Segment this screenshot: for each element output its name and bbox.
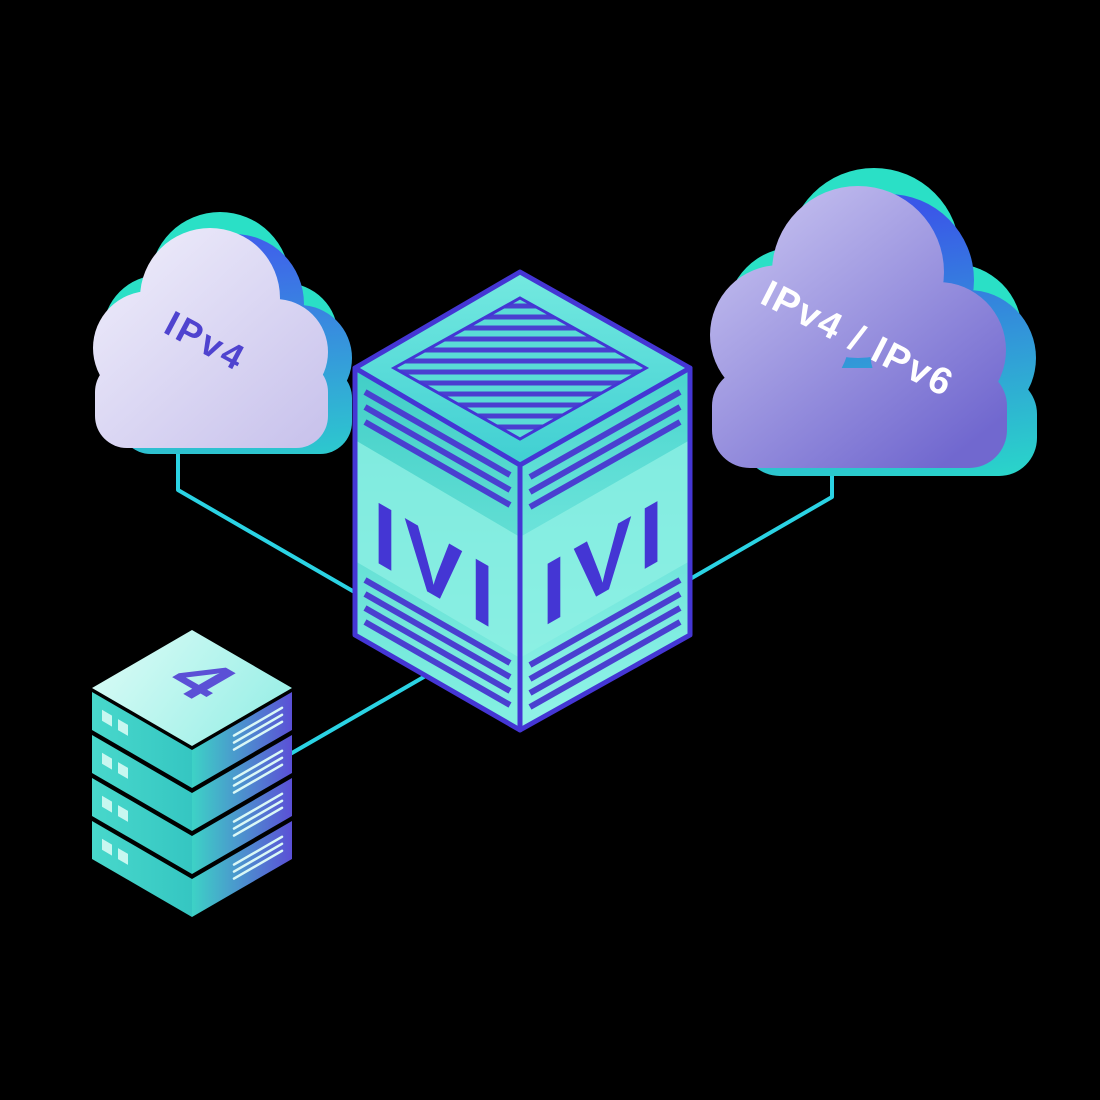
right-face-stripes [528,389,682,710]
ipv4-ipv6-cloud: IPv4 / IPv6 [710,168,1037,476]
left-face-stripes [363,389,512,708]
left-face-label-band [355,440,520,658]
ipv4-cloud: IPv4 [93,212,352,454]
server-stack: 4 [90,630,294,919]
server-stack-top-face [92,630,292,746]
ivi-translator-cube: IVI IVI [352,269,693,733]
cube-edges [352,269,693,733]
connector-server-stack-to-cube [283,661,450,759]
right-face-label-band [520,440,690,658]
